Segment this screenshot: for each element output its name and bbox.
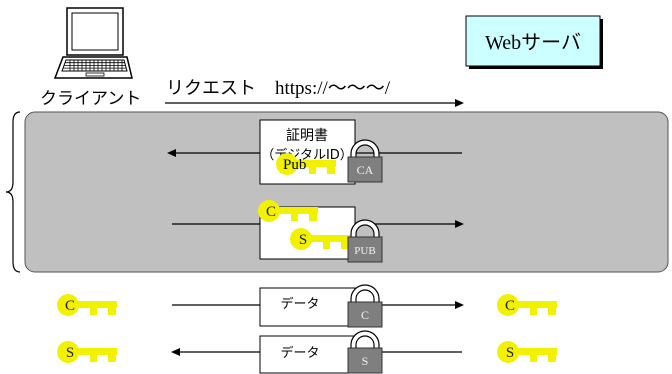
key-shaft xyxy=(294,160,336,167)
key-shaft xyxy=(515,348,557,355)
key-tooth xyxy=(108,355,116,362)
key-letter: C xyxy=(266,204,276,220)
server-key-s-icon: S xyxy=(497,341,557,363)
key-shaft xyxy=(75,348,117,355)
key-tooth xyxy=(548,355,556,362)
key-tooth xyxy=(90,308,97,315)
request-arrow xyxy=(165,99,464,107)
key-tooth xyxy=(323,242,330,249)
client-key-c-icon: C xyxy=(57,294,117,316)
lock-body xyxy=(347,301,383,328)
server-label: Webサーバ xyxy=(485,32,581,54)
request-url: https://～～～/ xyxy=(275,78,391,99)
handshake-panel xyxy=(24,111,669,273)
key-bow xyxy=(497,294,519,316)
key-letter: S xyxy=(66,345,74,361)
session-key-s-icon: S xyxy=(290,228,350,250)
key-shaft xyxy=(75,301,117,308)
web-server-box: Webサーバ xyxy=(465,15,603,69)
key-tooth xyxy=(548,308,556,315)
certificate-box xyxy=(259,119,356,185)
key-letter: S xyxy=(506,345,514,361)
laptop-screen xyxy=(71,12,119,51)
key-tooth xyxy=(341,242,349,249)
lock-body xyxy=(347,236,383,263)
laptop-touchpad xyxy=(85,72,105,77)
key-tooth xyxy=(291,214,298,221)
lock-label: CA xyxy=(357,163,374,177)
server-box xyxy=(465,15,601,67)
request-label: リクエスト xyxy=(166,78,256,99)
key-bow xyxy=(57,294,79,316)
arrow-head xyxy=(455,220,464,228)
key-bow xyxy=(258,200,280,222)
key-bow xyxy=(290,228,312,250)
lock-body xyxy=(347,156,383,183)
handshake-brace xyxy=(5,111,21,273)
key-label: Pub xyxy=(283,157,306,173)
data-label: データ xyxy=(280,345,319,361)
key-bow xyxy=(276,153,298,175)
lock-pub-icon: PUB xyxy=(347,219,383,263)
key-letter: C xyxy=(505,298,515,314)
lock-label: C xyxy=(361,308,369,322)
key-tooth xyxy=(90,355,97,362)
arrow-head xyxy=(167,149,176,157)
server-key-c-icon: C xyxy=(497,294,557,316)
lock-c-icon: C xyxy=(347,284,383,328)
key-tooth xyxy=(309,214,317,221)
key-letter: C xyxy=(65,298,75,314)
lock-label: PUB xyxy=(354,245,375,257)
key-tooth xyxy=(108,308,116,315)
lock-label: S xyxy=(362,354,369,368)
lock-ca-icon: CA xyxy=(347,139,383,183)
key-tooth xyxy=(530,355,537,362)
certificate-title: 証明書 xyxy=(286,128,328,144)
lock-body xyxy=(347,347,383,374)
key-tooth xyxy=(309,167,316,174)
session-key-c-icon: C xyxy=(258,200,318,222)
key-letter: S xyxy=(299,232,307,248)
key-shaft xyxy=(276,207,318,214)
arrow-head xyxy=(455,99,464,107)
data-label: データ xyxy=(280,296,319,312)
arrow-head xyxy=(455,301,464,309)
data-box xyxy=(259,335,356,374)
client-label: クライアント xyxy=(40,89,141,109)
key-tooth xyxy=(327,167,335,174)
client-key-s-icon: S xyxy=(57,341,117,363)
arrow-head xyxy=(171,348,180,356)
key-bow xyxy=(497,341,519,363)
key-shaft xyxy=(515,301,557,308)
key-shaft xyxy=(308,235,350,242)
key-bow xyxy=(57,341,79,363)
laptop-icon xyxy=(53,7,133,79)
key-tooth xyxy=(530,308,537,315)
lock-s-icon: S xyxy=(347,330,383,374)
laptop-keys xyxy=(63,60,126,71)
public-key-icon: Pub xyxy=(276,153,336,175)
